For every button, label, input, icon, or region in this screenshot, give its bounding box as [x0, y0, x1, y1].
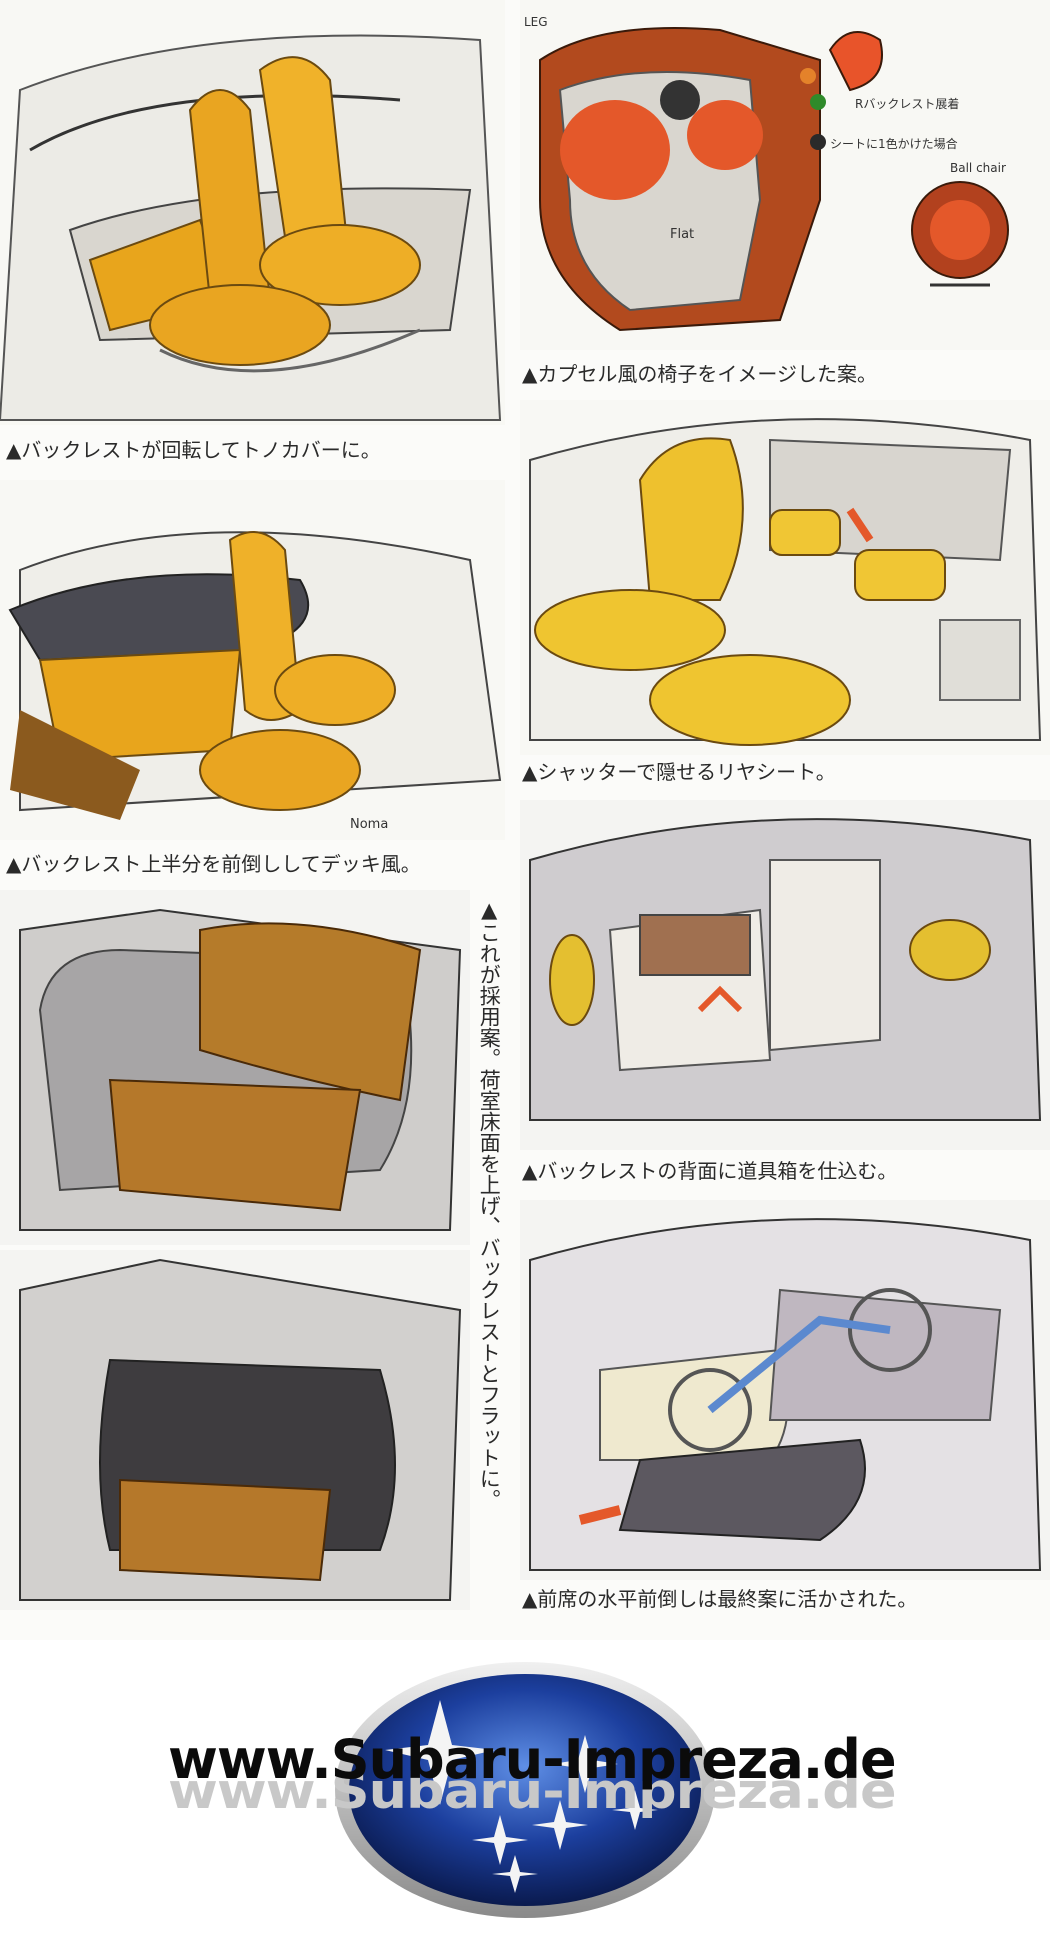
sketch-toolbox	[520, 800, 1050, 1150]
ball-chair-label: Ball chair	[950, 161, 1006, 175]
color-note: シートに1色かけた場合	[830, 136, 958, 151]
sketch-rotating-backrest	[0, 0, 505, 425]
sketch-deck-style: Noma	[0, 480, 505, 840]
watermark-area: www.Subaru-Impreza.de www.Subaru-Impreza…	[0, 1640, 1050, 1939]
caption-toolbox: ▲バックレストの背面に道具箱を仕込む。	[522, 1159, 898, 1183]
sketch-shutter-seat	[520, 400, 1050, 755]
caption-adopted-plan: ▲これが採用案。荷室床面を上げ、バックレストとフラットに。	[477, 898, 502, 1510]
sketch-front-seat-fold	[520, 1200, 1050, 1580]
sketch-adopted-lower	[0, 1250, 470, 1610]
caption-capsule-chair: ▲カプセル風の椅子をイメージした案。	[522, 362, 877, 386]
caption-shutter-seat: ▲シャッターで隠せるリヤシート。	[522, 760, 836, 784]
subaru-logo	[335, 1662, 715, 1918]
backrest-note: Rバックレスト展着	[855, 96, 959, 111]
signature-1: Noma	[350, 817, 388, 832]
leg-label: LEG	[524, 15, 548, 29]
sketch-adopted-upper	[0, 890, 470, 1245]
url-shadow: www.Subaru-Impreza.de	[168, 1763, 897, 1820]
site-url: www.Subaru-Impreza.de	[168, 1728, 897, 1791]
caption-front-seat-fold: ▲前席の水平前倒しは最終案に活かされた。	[522, 1587, 918, 1611]
sketch-capsule-chair: LEG Flat Rバックレスト展着 シートに1色かけた場合 Ball chai…	[520, 0, 1050, 350]
caption-deck-style: ▲バックレスト上半分を前倒ししてデッキ風。	[6, 852, 421, 876]
flat-label: Flat	[670, 227, 694, 242]
caption-rotating-backrest: ▲バックレストが回転してトノカバーに。	[6, 438, 381, 462]
